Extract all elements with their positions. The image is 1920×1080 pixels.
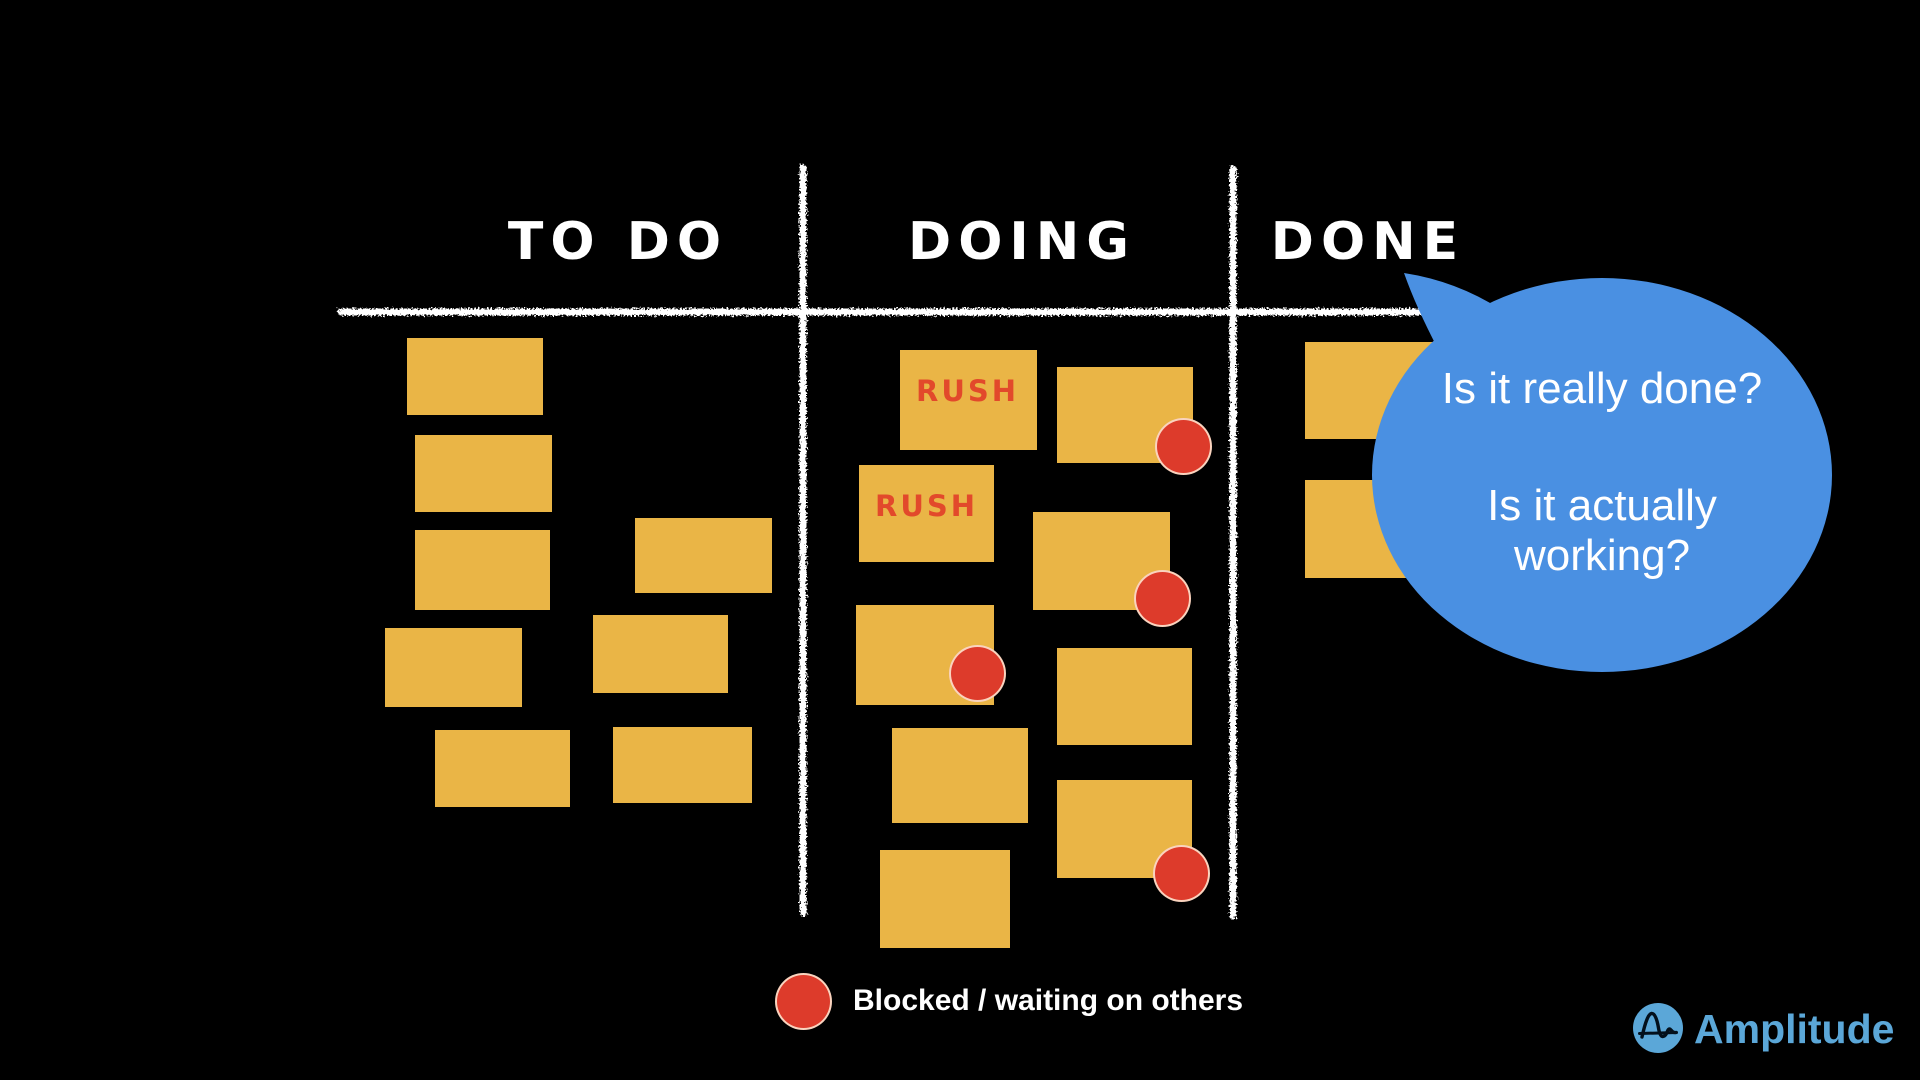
column-header-doing: DOING <box>908 212 1136 272</box>
rush-sticky-note: RUSH <box>859 465 994 562</box>
sticky-note <box>407 338 543 415</box>
blocked-dot <box>1153 845 1210 902</box>
blocked-dot <box>1134 570 1191 627</box>
speech-bubble-line-3: working? <box>1513 531 1691 580</box>
sticky-note <box>1057 648 1192 745</box>
blocked-dot <box>949 645 1006 702</box>
sticky-note <box>613 727 752 803</box>
sticky-note <box>415 435 552 512</box>
column-header-todo: TO DO <box>507 212 729 272</box>
sticky-note <box>892 728 1028 823</box>
speech-bubble-body <box>1372 278 1832 672</box>
sticky-note <box>385 628 522 707</box>
sticky-note <box>635 518 772 593</box>
rush-sticky-note: RUSH <box>900 350 1037 450</box>
speech-bubble-line-1: Is it really done? <box>1441 364 1763 413</box>
amplitude-logo: Amplitude <box>1633 1003 1913 1059</box>
rush-label: RUSH <box>916 374 1020 408</box>
column-header-done: DONE <box>1270 212 1466 272</box>
sticky-note <box>435 730 570 807</box>
legend-blocked-dot <box>775 973 832 1030</box>
sticky-note <box>880 850 1010 948</box>
speech-bubble-line-2: Is it actually <box>1487 481 1717 530</box>
sticky-note <box>415 530 550 610</box>
blocked-dot <box>1155 418 1212 475</box>
speech-bubble-tail <box>1404 273 1500 349</box>
speech-bubble <box>1372 273 1832 672</box>
amplitude-wave-icon <box>1633 1003 1683 1053</box>
amplitude-wordmark: Amplitude <box>1694 1006 1895 1052</box>
rush-label: RUSH <box>875 489 979 523</box>
sticky-note <box>593 615 728 693</box>
legend-label: Blocked / waiting on others <box>853 984 1244 1017</box>
